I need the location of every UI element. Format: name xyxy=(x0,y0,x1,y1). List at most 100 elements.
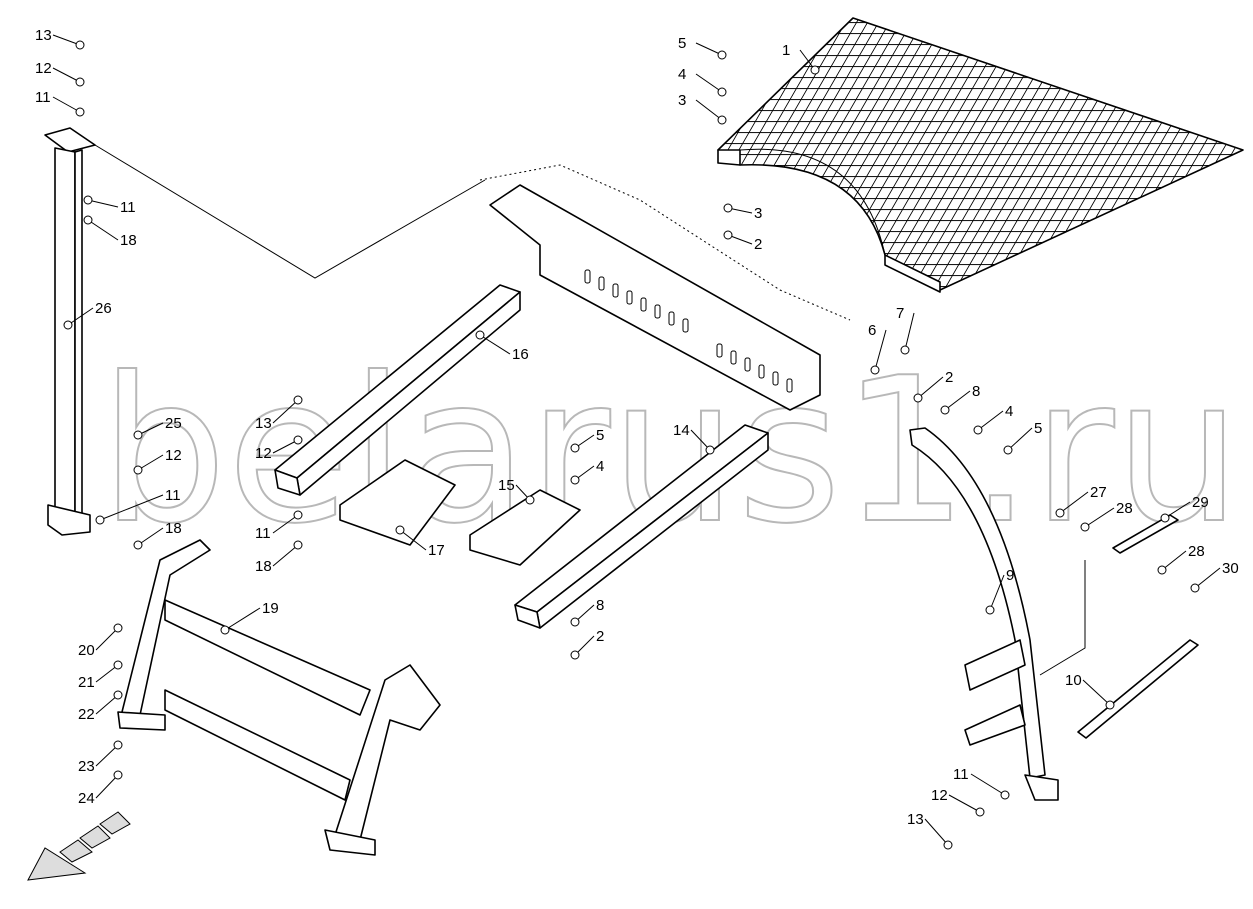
fastener xyxy=(83,215,93,225)
leader-line xyxy=(695,99,723,121)
fastener xyxy=(900,345,910,355)
frame-slot xyxy=(772,371,779,386)
curved-support xyxy=(909,427,1086,801)
fastener xyxy=(1055,508,1065,518)
fastener xyxy=(293,435,303,445)
fastener xyxy=(723,230,733,240)
part-callout-14: 14 xyxy=(673,422,690,439)
part-callout-27: 27 xyxy=(1090,484,1107,501)
fastener xyxy=(723,203,733,213)
part-callout-4: 4 xyxy=(596,458,604,475)
fastener xyxy=(75,40,85,50)
fastener xyxy=(570,475,580,485)
fastener xyxy=(293,395,303,405)
part-callout-17: 17 xyxy=(428,542,445,559)
part-callout-13: 13 xyxy=(35,27,52,44)
fastener xyxy=(1080,522,1090,532)
fastener xyxy=(1003,445,1013,455)
fastener xyxy=(570,650,580,660)
frame-slot xyxy=(668,311,675,326)
fastener xyxy=(940,405,950,415)
leader-line xyxy=(95,627,119,651)
fastener xyxy=(1190,583,1200,593)
part-callout-8: 8 xyxy=(972,383,980,400)
leader-line xyxy=(1164,501,1191,519)
frame-slot xyxy=(598,276,605,291)
part-callout-5: 5 xyxy=(678,35,686,52)
vertical-post xyxy=(44,127,486,536)
part-callout-19: 19 xyxy=(262,600,279,617)
frame-slot xyxy=(626,290,633,305)
front-frame xyxy=(117,539,441,856)
part-callout-13: 13 xyxy=(907,811,924,828)
leader-line xyxy=(52,34,81,46)
part-callout-18: 18 xyxy=(120,232,137,249)
fastener xyxy=(810,65,820,75)
part-callout-7: 7 xyxy=(896,305,904,322)
leader-line xyxy=(137,527,164,546)
leader-line xyxy=(87,199,119,208)
leader-line xyxy=(67,307,94,326)
part-callout-18: 18 xyxy=(165,520,182,537)
fastener xyxy=(973,425,983,435)
fastener xyxy=(1105,700,1115,710)
leader-line xyxy=(904,312,915,351)
fastener xyxy=(95,515,105,525)
part-callout-15: 15 xyxy=(498,477,515,494)
leader-line xyxy=(924,818,949,846)
fastener xyxy=(293,510,303,520)
fastener xyxy=(113,690,123,700)
part-callout-16: 16 xyxy=(512,346,529,363)
leader-line xyxy=(695,73,723,93)
part-callout-30: 30 xyxy=(1222,560,1239,577)
part-callout-11: 11 xyxy=(255,525,271,542)
beam-16 xyxy=(274,284,521,496)
part-callout-12: 12 xyxy=(255,445,272,462)
part-callout-6: 6 xyxy=(868,322,876,339)
part-callout-2: 2 xyxy=(596,628,604,645)
leader-line xyxy=(917,376,944,399)
part-callout-2: 2 xyxy=(945,369,953,386)
leader-line xyxy=(944,390,971,411)
part-callout-2: 2 xyxy=(754,236,762,253)
part-callout-12: 12 xyxy=(165,447,182,464)
fastener xyxy=(975,807,985,817)
part-callout-3: 3 xyxy=(678,92,686,109)
fastener xyxy=(717,115,727,125)
leader-line xyxy=(695,42,723,56)
frame-slot xyxy=(640,297,647,312)
part-callout-3: 3 xyxy=(754,205,762,222)
part-callout-10: 10 xyxy=(1065,672,1082,689)
part-callout-1: 1 xyxy=(782,42,790,59)
frame-slot xyxy=(744,357,751,372)
fastener xyxy=(113,770,123,780)
central-frame xyxy=(479,164,851,411)
part-callout-28: 28 xyxy=(1188,543,1205,560)
leader-line xyxy=(1082,679,1111,706)
fastener xyxy=(395,525,405,535)
fastener xyxy=(525,495,535,505)
leader-line xyxy=(1161,550,1187,571)
part-callout-5: 5 xyxy=(596,427,604,444)
leader-line xyxy=(1059,491,1089,514)
frame-slot xyxy=(786,378,793,393)
fastener xyxy=(83,195,93,205)
frame-slot xyxy=(716,343,723,358)
frame-slot xyxy=(730,350,737,365)
part-callout-24: 24 xyxy=(78,790,95,807)
leader-line xyxy=(272,439,299,454)
leader-line xyxy=(479,334,511,355)
leader-line xyxy=(224,607,261,631)
leader-line xyxy=(977,410,1004,431)
part-callout-11: 11 xyxy=(35,89,51,106)
fastener xyxy=(705,445,715,455)
fastener xyxy=(1157,565,1167,575)
leader-line xyxy=(137,422,164,436)
frame-slot xyxy=(682,318,689,333)
part-callout-20: 20 xyxy=(78,642,95,659)
fastener xyxy=(570,443,580,453)
part-callout-12: 12 xyxy=(35,60,52,77)
part-callout-8: 8 xyxy=(596,597,604,614)
leader-line xyxy=(1084,507,1115,528)
